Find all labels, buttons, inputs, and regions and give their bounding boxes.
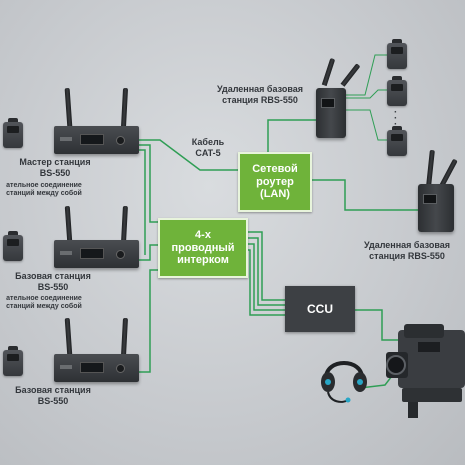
link-note-2: ательное соединение станций между собой [6,295,82,311]
beltpack-icon [387,126,407,156]
beltpack-icon [387,76,407,106]
network-router-box: Сетевой роутер (LAN) [238,152,312,212]
ccu-box: CCU [285,286,355,332]
base-station-2-label: Базовая станция BS-550 [15,271,91,292]
base-station-icon [54,126,139,154]
link-note-1: ательное соединение станций между собой [6,182,82,198]
beltpack-icon [387,39,407,69]
beltpack-icon [3,231,23,261]
remote-top-label: Удаленная базовая станция RBS-550 [216,84,304,105]
cable-label: Кабель CAT-5 [191,137,225,158]
remote-station-icon [418,184,454,232]
remote-station-icon [316,88,346,138]
base-station-3-label: Базовая станция BS-550 [15,385,91,406]
headset-icon [321,361,367,403]
master-station-label: Мастер станция BS-550 [19,157,91,178]
broadcast-camera-icon [386,324,465,418]
beltpack-icon [3,118,23,148]
base-station-icon [54,354,139,382]
intercom-box: 4-х проводный интерком [158,218,248,278]
remote-right-label: Удаленная базовая станция RBS-550 [363,240,451,261]
base-station-icon [54,240,139,268]
more-dots: ··· [394,107,398,130]
beltpack-icon [3,346,23,376]
